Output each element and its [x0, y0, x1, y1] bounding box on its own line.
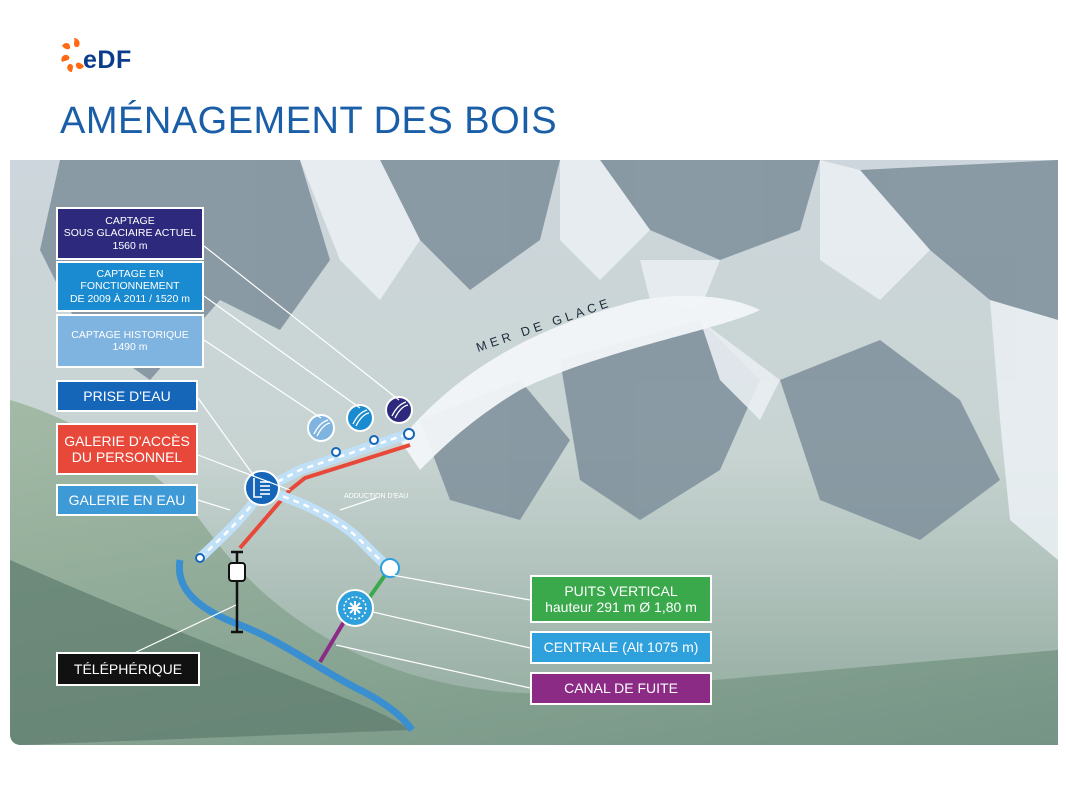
callout-galerie-acces: GALERIE D'ACCÈS DU PERSONNEL — [56, 423, 198, 475]
callout-prise-eau: PRISE D'EAU — [56, 380, 198, 412]
adduction-label: ADDUCTION D'EAU — [344, 493, 408, 500]
callout-captage-sous-glaciaire: CAPTAGE SOUS GLACIAIRE ACTUEL 1560 m — [56, 207, 204, 260]
page-title: AMÉNAGEMENT DES BOIS — [60, 100, 558, 142]
callout-captage-historique: CAPTAGE HISTORIQUE 1490 m — [56, 314, 204, 368]
callout-captage-fonctionnement: CAPTAGE EN FONCTIONNEMENT DE 2009 À 2011… — [56, 261, 204, 312]
callout-canal-fuite: CANAL DE FUITE — [530, 672, 712, 705]
callout-puits-vertical: PUITS VERTICAL hauteur 291 m Ø 1,80 m — [530, 575, 712, 623]
callout-galerie-eau: GALERIE EN EAU — [56, 484, 198, 516]
callout-telepherique: TÉLÉPHÉRIQUE — [56, 652, 200, 686]
brand-name: eDF — [83, 46, 132, 74]
edf-logo-icon — [61, 38, 84, 72]
callout-centrale: CENTRALE (Alt 1075 m) — [530, 631, 712, 664]
